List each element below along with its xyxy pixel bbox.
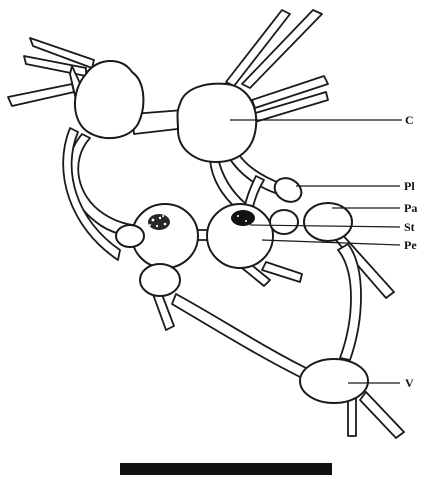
visceral-nerve-2 (360, 392, 404, 438)
label-pa: Pa (404, 201, 417, 215)
statocyst-st (231, 210, 255, 226)
labels: C Pl Pa St Pe V (404, 113, 417, 390)
label-pe: Pe (404, 238, 417, 252)
ganglia (75, 61, 368, 403)
visceral-ganglion-v (300, 359, 368, 403)
small-ganglion-right (270, 210, 298, 234)
nerve-right-pedal (334, 232, 394, 298)
parietal-ganglion-pa (304, 203, 352, 241)
left-pleural-small-ganglion (116, 225, 144, 247)
pleural-ganglion-pl (270, 173, 305, 206)
pleuro-visceral-connective-left (172, 294, 306, 378)
label-st: St (404, 220, 415, 234)
cerebral-ganglion-c (178, 84, 257, 162)
label-v: V (405, 376, 414, 390)
left-visceral-connective (63, 128, 120, 260)
nerve-left-mid (8, 84, 74, 106)
scale-bar (120, 463, 332, 475)
label-pl: Pl (404, 179, 415, 193)
left-parietal-ganglion (140, 264, 180, 296)
statocyst-left (148, 214, 170, 230)
visceral-nerve-1 (348, 396, 356, 436)
label-c: C (405, 113, 414, 127)
